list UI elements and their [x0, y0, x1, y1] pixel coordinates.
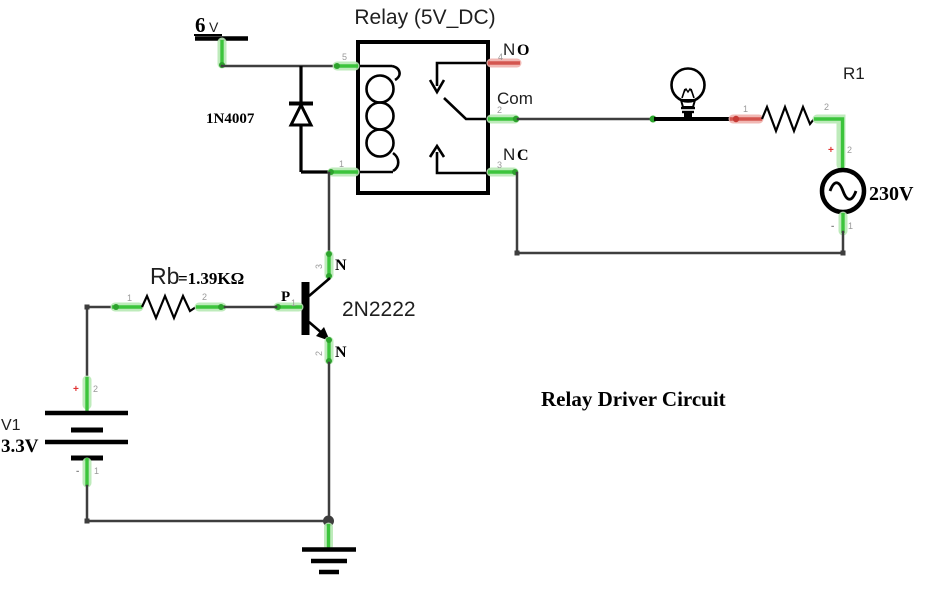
ac-sine-icon	[828, 181, 858, 201]
relay-pin-4-no: 4 N O	[486, 40, 529, 68]
battery-value-label: 3.3V	[1, 436, 39, 457]
relay-com-blade	[443, 97, 488, 121]
supply-voltage-label: 6	[195, 13, 206, 37]
relay-pin2-number: 2	[497, 105, 502, 115]
resistor-r1: R1 1 2	[728, 64, 865, 170]
relay-pin-5: 5	[332, 52, 360, 71]
circuit-caption: Relay Driver Circuit	[541, 387, 726, 411]
flyback-diode-1n4007: 1N4007	[206, 66, 330, 174]
ac-voltage-label: 230V	[869, 183, 914, 205]
battery-plus-sign: +	[73, 384, 79, 395]
wire-nc-return-loop	[514, 171, 846, 256]
relay-pin3-number: 3	[497, 160, 502, 170]
lamp-filament-posts	[681, 88, 695, 99]
collector-n-label: N	[335, 257, 347, 274]
emitter-pin: 2 N	[314, 336, 347, 365]
relay-nc-label-bold: C	[517, 147, 529, 164]
rb-zigzag-icon	[140, 293, 197, 321]
diode-triangle	[288, 101, 314, 127]
battery-v1: + 2 V1 3.3V - 1	[1, 305, 330, 524]
emitter-pin-number: 2	[314, 351, 324, 356]
relay-nc-arrowhead	[428, 143, 446, 158]
supply-unit-label: V	[209, 19, 219, 35]
relay-component: Relay (5V_DC) 5	[327, 6, 533, 195]
relay-pin-1: 1	[327, 159, 360, 177]
battery-plus-pin-number: 2	[93, 384, 98, 394]
rb-value-label: =1.39KΩ	[178, 269, 244, 288]
relay-pin1-number: 1	[339, 159, 344, 169]
collector-diagonal	[308, 277, 331, 297]
relay-switch-icon	[428, 61, 488, 175]
relay-box	[356, 40, 490, 195]
battery-minus-pin-number: 1	[94, 466, 99, 476]
relay-coil-icon	[360, 64, 401, 174]
collector-pin-number: 3	[314, 264, 324, 269]
ac-minus-sign: -	[831, 221, 834, 232]
transistor-part-label: 2N2222	[342, 298, 416, 321]
base-pin-number: 1	[291, 298, 296, 308]
relay-nc-label: N	[503, 145, 515, 164]
lamp-filament	[683, 87, 693, 94]
relay-title: Relay (5V_DC)	[354, 6, 495, 29]
power-rail-6v: 6 V	[194, 13, 248, 69]
relay-nc-branch	[435, 152, 488, 175]
lamp-component	[654, 67, 732, 121]
ac-plus-sign: +	[828, 145, 834, 156]
relay-no-label: N	[503, 40, 515, 59]
lamp-bulb-icon	[670, 67, 706, 103]
relay-pin-3-nc: 3 N C	[486, 145, 529, 177]
battery-minus-sign: -	[76, 466, 79, 477]
resistor-rb: Rb =1.39KΩ 1 2	[84, 263, 278, 321]
ac-plus-pin-number: 2	[847, 145, 852, 155]
battery-name-label: V1	[1, 417, 21, 434]
r1-pin1-number: 1	[743, 104, 748, 114]
lamp-base-tip	[684, 113, 692, 118]
relay-no-branch	[435, 61, 488, 86]
ac-minus-pin-number: 1	[848, 221, 853, 231]
base-pin: P 1	[273, 289, 304, 312]
relay-pin5-number: 5	[342, 52, 347, 62]
r1-zigzag-icon	[760, 103, 815, 135]
relay-com-label: Com	[497, 89, 533, 108]
rb-pin1-number: 1	[127, 293, 132, 303]
relay-no-arrowhead	[428, 79, 446, 95]
rb-name-label: Rb	[150, 263, 179, 289]
transistor-2n2222: 3 N 2 N P 1 2N2222	[273, 171, 416, 523]
base-p-label: P	[281, 289, 290, 305]
ac-source-230v: + 2 230V - 1	[819, 145, 914, 236]
r1-pin2-stub	[814, 117, 845, 169]
wire-battery-to-ground	[85, 484, 330, 523]
relay-no-label-bold: O	[517, 42, 529, 59]
transistor-base-bar	[301, 282, 310, 335]
r1-pin2-number: 2	[824, 102, 829, 112]
relay-pin-2-com: 2 Com	[486, 89, 533, 124]
diode-label: 1N4007	[206, 111, 255, 127]
relay-pin4-number: 4	[498, 52, 503, 62]
ground-symbol	[302, 515, 356, 575]
rb-pin2-number: 2	[202, 292, 207, 302]
r1-name-label: R1	[843, 64, 865, 83]
collector-pin: 3 N	[314, 250, 347, 280]
emitter-n-label: N	[335, 344, 347, 361]
